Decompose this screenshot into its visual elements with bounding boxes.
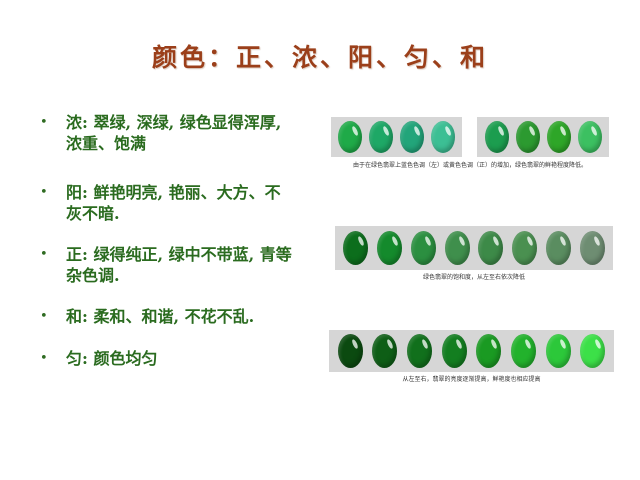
bullet-text-line: 阳: 鲜艳明亮, 艳丽、大方、不 <box>66 183 281 202</box>
bullet-marker: • <box>40 247 48 262</box>
gem-panel-saturation <box>335 226 613 270</box>
gem-panel-blue-tone <box>331 117 462 157</box>
jade-gem-icon <box>369 121 394 153</box>
bullet-zheng: • 正: 绿得纯正, 绿中不带蓝, 青等 杂色调. <box>38 244 310 286</box>
jade-gem-icon <box>399 121 424 153</box>
bullet-text-line: 和: 柔和、和谐, 不花不乱. <box>66 307 255 326</box>
jade-gem-icon <box>512 231 538 265</box>
figure-caption-saturation: 绿色翡翠的饱和度，从左至右依次降低 <box>422 274 525 281</box>
jade-gem-icon <box>580 334 606 368</box>
figure-caption-brightness: 从左至右，翡翠的亮度逐渐提高，鲜艳度也相应提高 <box>402 376 541 383</box>
gem-panel-yellow-tone <box>477 117 609 157</box>
bullet-text-line: 杂色调. <box>66 266 120 285</box>
jade-gem-icon <box>343 231 369 265</box>
gem-panel-brightness <box>329 330 614 372</box>
slide-title: 颜色：正、浓、阳、匀、和 <box>151 43 488 72</box>
jade-gem-icon <box>410 231 436 265</box>
bullet-text-line: 灰不暗. <box>66 204 120 223</box>
bullet-yang: • 阳: 鲜艳明亮, 艳丽、大方、不 灰不暗. <box>38 182 310 224</box>
bullet-marker: • <box>40 351 48 366</box>
bullet-marker: • <box>40 309 48 324</box>
figure-caption-hue: 由于在绿色翡翠上蓝色色调（左）或黄色色调（正）的增加，绿色翡翠的鲜艳程度降低。 <box>352 162 587 169</box>
bullet-nong: • 浓: 翠绿, 深绿, 绿色显得浑厚, 浓重、饱满 <box>38 112 310 154</box>
bullet-marker: • <box>40 185 48 200</box>
bullet-he: • 和: 柔和、和谐, 不花不乱. <box>38 306 310 328</box>
jade-gem-icon <box>441 334 467 368</box>
jade-gem-icon <box>478 231 504 265</box>
jade-gem-icon <box>377 231 403 265</box>
jade-gem-icon <box>577 121 602 153</box>
jade-gem-icon <box>444 231 470 265</box>
jade-gem-icon <box>510 334 536 368</box>
bullet-text-line: 匀: 颜色均匀 <box>66 349 158 368</box>
jade-gem-icon <box>338 121 363 153</box>
jade-gem-icon <box>545 334 571 368</box>
jade-gem-icon <box>484 121 509 153</box>
bullet-text-line: 正: 绿得纯正, 绿中不带蓝, 青等 <box>66 245 292 264</box>
jade-gem-icon <box>545 231 571 265</box>
bullet-text-line: 浓重、饱满 <box>66 134 147 153</box>
jade-gem-icon <box>476 334 502 368</box>
bullet-marker: • <box>40 115 48 130</box>
jade-gem-icon <box>579 231 605 265</box>
jade-gem-icon <box>337 334 363 368</box>
jade-gem-icon <box>515 121 540 153</box>
jade-gem-icon <box>546 121 571 153</box>
jade-gem-icon <box>372 334 398 368</box>
bullet-yun: • 匀: 颜色均匀 <box>38 348 310 370</box>
bullet-text-line: 浓: 翠绿, 深绿, 绿色显得浑厚, <box>66 113 282 132</box>
jade-gem-icon <box>407 334 433 368</box>
jade-gem-icon <box>430 121 455 153</box>
